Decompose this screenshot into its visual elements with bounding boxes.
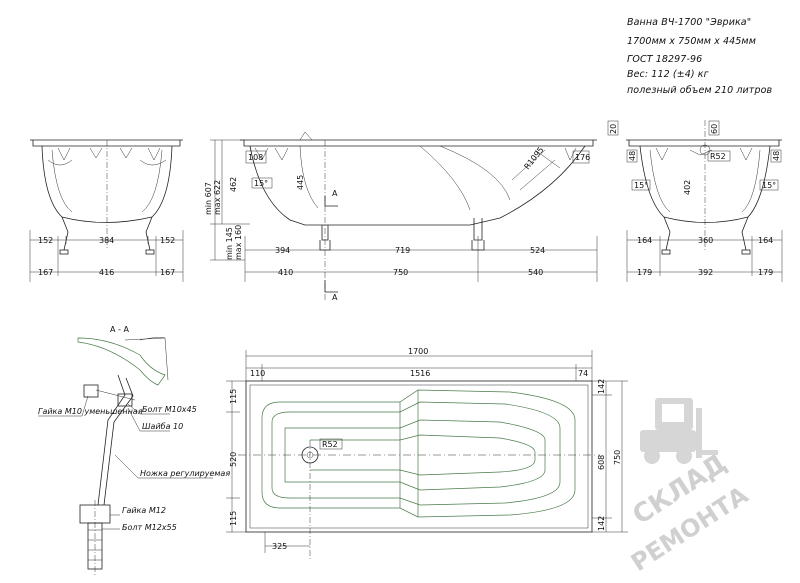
front-dim-3: 152 xyxy=(160,236,175,245)
section-mark-bottom: A xyxy=(332,293,338,302)
label-nut-m12: Гайка М12 xyxy=(122,506,166,515)
watermark-logo: СКЛАД РЕМОНТА xyxy=(626,398,753,577)
plan-dim-115-bottom: 115 xyxy=(229,511,238,526)
side-dim-108: 108 xyxy=(248,153,263,162)
section-mark-top: A xyxy=(332,189,338,198)
side-dim-min145: min 145 xyxy=(225,227,234,260)
side-dim-719: 719 xyxy=(395,246,410,255)
label-bolt-m10x45: Болт М10х45 xyxy=(142,405,197,414)
spec-weight: Вес: 112 (±4) кг xyxy=(627,69,709,80)
end-dim-48-left: 48 xyxy=(628,151,637,161)
side-dim-445: 445 xyxy=(296,175,305,190)
side-dim-524: 524 xyxy=(530,246,545,255)
end-dim-r52: R52 xyxy=(710,152,726,161)
end-dim-179-left: 179 xyxy=(637,268,652,277)
side-dim-394: 394 xyxy=(275,246,290,255)
end-dim-392: 392 xyxy=(698,268,713,277)
side-dim-410: 410 xyxy=(278,268,293,277)
side-dim-min607: min 607 xyxy=(204,182,213,215)
front-dim-2: 384 xyxy=(99,236,114,245)
side-dim-750: 750 xyxy=(393,268,408,277)
front-dim-6: 167 xyxy=(160,268,175,277)
label-bolt-m12x55: Болт М12х55 xyxy=(122,523,177,532)
end-dim-20: 20 xyxy=(609,124,618,134)
end-dim-48-right: 48 xyxy=(772,151,781,161)
side-dim-max622: max 622 xyxy=(213,180,222,215)
front-dim-5: 416 xyxy=(99,268,114,277)
end-dim-360: 360 xyxy=(698,236,713,245)
plan-dim-750: 750 xyxy=(613,450,622,465)
plan-dim-1516: 1516 xyxy=(410,369,430,378)
spec-size: 1700мм х 750мм х 445мм xyxy=(627,36,756,47)
end-dim-164-left: 164 xyxy=(637,236,652,245)
label-nut-m10: Гайка М10 уменьшенная xyxy=(38,407,143,416)
plan-dim-142-top: 142 xyxy=(597,379,606,394)
plan-dim-608: 608 xyxy=(597,455,606,470)
plan-dim-142-bottom: 142 xyxy=(597,516,606,531)
side-dim-176: 176 xyxy=(575,153,590,162)
plan-dim-74: 74 xyxy=(578,369,588,378)
end-dim-15deg-right: 15° xyxy=(762,181,776,190)
spec-title: Ванна ВЧ-1700 "Эврика" xyxy=(627,17,752,28)
end-dim-179-right: 179 xyxy=(758,268,773,277)
section-detail: А - А Гайка М10 уменьшенная Болт М10х45 … xyxy=(38,325,230,575)
plan-dim-110: 110 xyxy=(250,369,265,378)
spec-volume: полезный объем 210 литров xyxy=(627,85,773,96)
end-view: 20 60 48 48 R52 15° 15° 402 164 360 164 … xyxy=(607,120,783,282)
side-dim-15deg: 15° xyxy=(254,179,268,188)
end-dim-60: 60 xyxy=(710,124,719,134)
label-washer-10: Шайба 10 xyxy=(142,422,183,431)
plan-dim-r52: R52 xyxy=(322,440,338,449)
front-view: 152 384 152 167 416 167 xyxy=(29,139,184,282)
front-dim-4: 167 xyxy=(38,268,53,277)
side-dim-max160: max 160 xyxy=(234,225,243,260)
plan-dim-1700: 1700 xyxy=(408,347,428,356)
end-dim-164-right: 164 xyxy=(758,236,773,245)
side-view: A A 108 176 R1095 min 607 max 622 462 mi… xyxy=(204,131,598,302)
side-dim-462: 462 xyxy=(229,177,238,192)
side-dim-r1095: R1095 xyxy=(522,145,545,171)
plan-dim-325: 325 xyxy=(272,542,287,551)
plan-dim-115-top: 115 xyxy=(229,389,238,404)
plan-dim-520: 520 xyxy=(229,452,238,467)
plan-view: R52 1700 110 1516 74 325 115 520 115 142… xyxy=(226,347,628,560)
end-dim-15deg-left: 15° xyxy=(634,181,648,190)
label-adjustable-leg: Ножка регулируемая xyxy=(140,469,230,478)
spec-standard: ГОСТ 18297-96 xyxy=(627,54,703,65)
side-dim-540: 540 xyxy=(528,268,543,277)
end-dim-402: 402 xyxy=(683,180,692,195)
section-title: А - А xyxy=(110,325,129,334)
front-dim-1: 152 xyxy=(38,236,53,245)
forklift-icon xyxy=(640,398,718,464)
